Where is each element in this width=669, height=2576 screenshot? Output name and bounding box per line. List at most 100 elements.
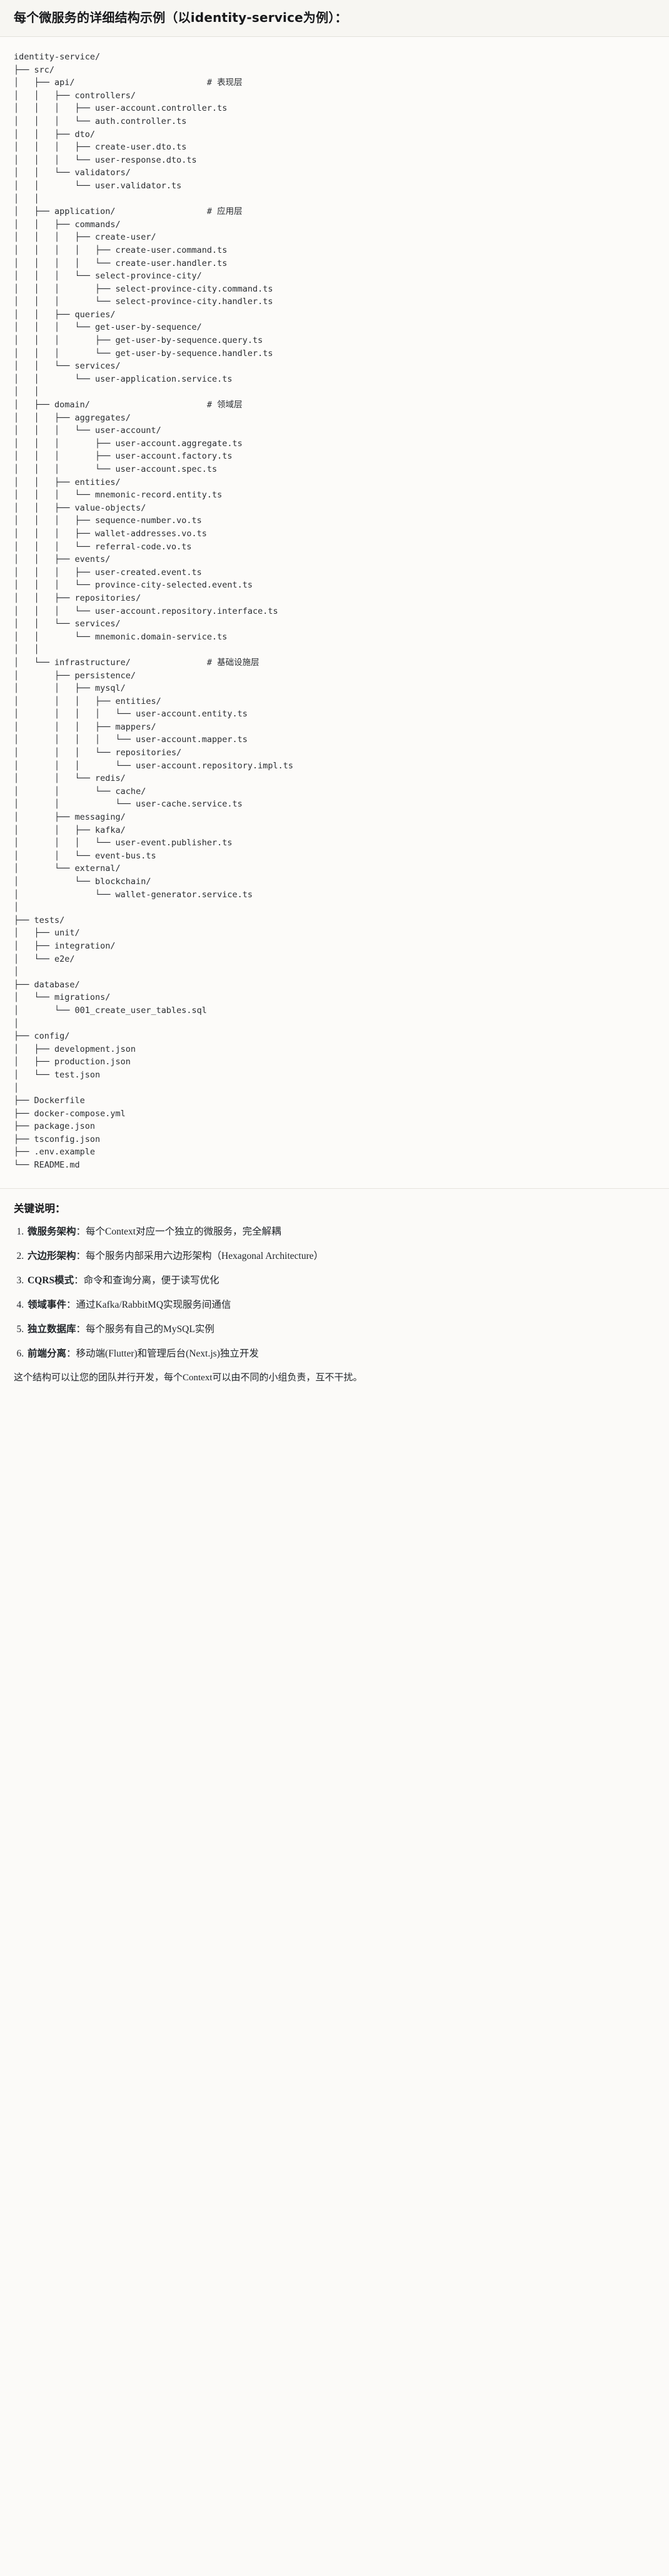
key-note-term: 六边形架构 — [28, 1250, 76, 1261]
tree-row: │ │ ├── kafka/ — [14, 825, 126, 835]
tree-row: │ — [14, 967, 19, 977]
key-note-term: 领域事件 — [28, 1299, 67, 1310]
tree-row: │ — [14, 1018, 19, 1029]
tree-row: │ — [14, 1082, 19, 1093]
key-note-description: 每个Context对应一个独立的微服务，完全解耦 — [86, 1226, 281, 1237]
page-title: 每个微服务的详细结构示例（以identity-service为例）： — [14, 10, 348, 25]
document-header: 每个微服务的详细结构示例（以identity-service为例）： — [0, 0, 669, 37]
tree-row: ├── docker-compose.yml — [14, 1108, 126, 1119]
tree-row: ├── .env.example — [14, 1147, 96, 1158]
key-note-item: 前端分离：移动端(Flutter)和管理后台(Next.js)独立开发 — [26, 1347, 655, 1361]
tree-row: │ │ │ ├── select-province-city.command.t… — [14, 283, 273, 294]
tree-row: │ │ ├── mysql/ — [14, 683, 126, 694]
tree-row: │ ├── application/ # 应用层 — [14, 206, 243, 217]
tree-layer-comment: # 基础设施层 — [206, 657, 259, 668]
tree-row: │ └── wallet-generator.service.ts — [14, 889, 253, 900]
key-note-separator: ： — [76, 1250, 86, 1261]
tree-row: │ └── external/ — [14, 863, 121, 874]
key-note-description: 命令和查询分离，便于读写优化 — [83, 1275, 219, 1286]
tree-row: │ │ │ └── user-account.spec.ts — [14, 464, 218, 474]
tree-row: │ │ └── redis/ — [14, 773, 126, 784]
tree-row: identity-service/ — [14, 52, 101, 62]
tree-row: │ │ │ └── get-user-by-sequence/ — [14, 322, 202, 333]
key-note-description: 移动端(Flutter)和管理后台(Next.js)独立开发 — [76, 1348, 259, 1359]
tree-row: │ │ └── user.validator.ts — [14, 180, 182, 191]
key-note-term: 前端分离 — [28, 1348, 67, 1359]
tree-row: │ │ — [14, 644, 39, 655]
key-notes-title: 关键说明： — [14, 1202, 66, 1214]
tree-row: │ │ │ │ ├── create-user.command.ts — [14, 245, 228, 255]
tree-row: └── README.md — [14, 1160, 80, 1171]
tree-row: ├── Dockerfile — [14, 1096, 85, 1106]
tree-row: │ │ │ ├── sequence-number.vo.ts — [14, 516, 202, 526]
tree-row: │ │ │ └── user-event.publisher.ts — [14, 838, 233, 848]
tree-row: ├── src/ — [14, 64, 55, 75]
tree-row: │ │ │ ├── entities/ — [14, 696, 161, 706]
directory-tree-block: identity-service/ ├── src/ │ ├── api/ # … — [0, 37, 669, 1189]
tree-row: │ │ │ │ └── user-account.entity.ts — [14, 709, 248, 720]
key-note-separator: ： — [66, 1299, 76, 1310]
tree-row: │ │ ├── commands/ — [14, 219, 121, 230]
key-notes-block: 关键说明： 微服务架构：每个Context对应一个独立的微服务，完全解耦六边形架… — [0, 1188, 669, 1401]
tree-row: │ │ ├── aggregates/ — [14, 412, 131, 423]
closing-paragraph: 这个结构可以让您的团队并行开发，每个Context可以由不同的小组负责，互不干扰… — [14, 1372, 363, 1383]
key-note-description: 通过Kafka/RabbitMQ实现服务间通信 — [76, 1299, 231, 1310]
tree-layer-comment: # 表现层 — [206, 78, 243, 88]
tree-row: │ │ │ └── user-account/ — [14, 425, 161, 436]
tree-row: │ ├── integration/ — [14, 940, 116, 951]
tree-row: │ ├── development.json — [14, 1044, 136, 1054]
key-note-separator: ： — [74, 1275, 84, 1286]
tree-row: │ ├── api/ # 表现层 — [14, 78, 243, 88]
tree-row: │ └── 001_create_user_tables.sql — [14, 1005, 207, 1016]
tree-row: │ │ └── user-application.service.ts — [14, 374, 233, 384]
tree-row: │ │ │ └── referral-code.vo.ts — [14, 541, 192, 552]
tree-layer-comment: # 领域层 — [206, 400, 243, 410]
tree-row: │ │ └── mnemonic.domain-service.ts — [14, 631, 228, 642]
key-note-item: 微服务架构：每个Context对应一个独立的微服务，完全解耦 — [26, 1225, 655, 1239]
tree-row: │ │ │ ├── mappers/ — [14, 721, 156, 732]
tree-row: │ │ ├── queries/ — [14, 309, 116, 320]
tree-row: │ ├── persistence/ — [14, 670, 136, 681]
key-note-description: 每个服务内部采用六边形架构（Hexagonal Architecture） — [86, 1250, 324, 1261]
key-note-item: CQRS模式：命令和查询分离，便于读写优化 — [26, 1274, 655, 1288]
tree-row: │ └── blockchain/ — [14, 877, 151, 887]
tree-row: │ │ │ └── repositories/ — [14, 748, 182, 758]
key-note-term: 微服务架构 — [28, 1226, 76, 1237]
tree-row: ├── package.json — [14, 1121, 96, 1132]
tree-row: │ │ ├── repositories/ — [14, 593, 141, 603]
tree-row: │ │ │ └── mnemonic-record.entity.ts — [14, 490, 223, 501]
tree-row: ├── database/ — [14, 979, 80, 990]
tree-row: │ └── test.json — [14, 1069, 101, 1080]
directory-tree: identity-service/ ├── src/ │ ├── api/ # … — [14, 51, 655, 1172]
tree-row: │ │ ├── controllers/ — [14, 90, 136, 101]
tree-row: │ — [14, 902, 19, 913]
tree-row: ├── tests/ — [14, 915, 65, 925]
tree-row: │ │ │ ├── wallet-addresses.vo.ts — [14, 528, 207, 539]
tree-row: │ │ └── event-bus.ts — [14, 850, 156, 861]
key-note-separator: ： — [76, 1323, 86, 1335]
tree-row: │ └── migrations/ — [14, 992, 111, 1003]
key-note-separator: ： — [76, 1226, 86, 1237]
tree-row: │ ├── production.json — [14, 1057, 131, 1067]
tree-row: │ │ │ └── select-province-city.handler.t… — [14, 297, 273, 307]
key-note-term: CQRS模式 — [28, 1275, 74, 1286]
tree-row: ├── config/ — [14, 1031, 70, 1042]
tree-row: │ │ │ ├── user-account.controller.ts — [14, 103, 228, 114]
tree-row: │ │ │ ├── create-user/ — [14, 232, 156, 243]
key-note-item: 六边形架构：每个服务内部采用六边形架构（Hexagonal Architectu… — [26, 1250, 655, 1263]
tree-row: │ │ │ └── auth.controller.ts — [14, 116, 187, 126]
tree-row: │ │ │ └── province-city-selected.event.t… — [14, 580, 253, 591]
tree-row: │ │ │ ├── user-account.aggregate.ts — [14, 438, 243, 449]
tree-layer-comment: # 应用层 — [206, 206, 243, 217]
tree-row: │ │ └── cache/ — [14, 786, 146, 797]
tree-row: │ │ ├── events/ — [14, 554, 111, 565]
tree-row: │ │ │ └── user-account.repository.impl.t… — [14, 760, 294, 771]
tree-row: │ │ — [14, 193, 39, 204]
tree-row: │ │ │ └── user-response.dto.ts — [14, 155, 197, 165]
key-note-item: 领域事件：通过Kafka/RabbitMQ实现服务间通信 — [26, 1298, 655, 1312]
tree-row: ├── tsconfig.json — [14, 1134, 101, 1144]
key-note-description: 每个服务有自己的MySQL实例 — [86, 1323, 214, 1335]
tree-row: │ │ │ └── select-province-city/ — [14, 271, 202, 282]
tree-row: │ │ │ │ └── user-account.mapper.ts — [14, 735, 248, 745]
tree-row: │ ├── messaging/ — [14, 812, 126, 823]
